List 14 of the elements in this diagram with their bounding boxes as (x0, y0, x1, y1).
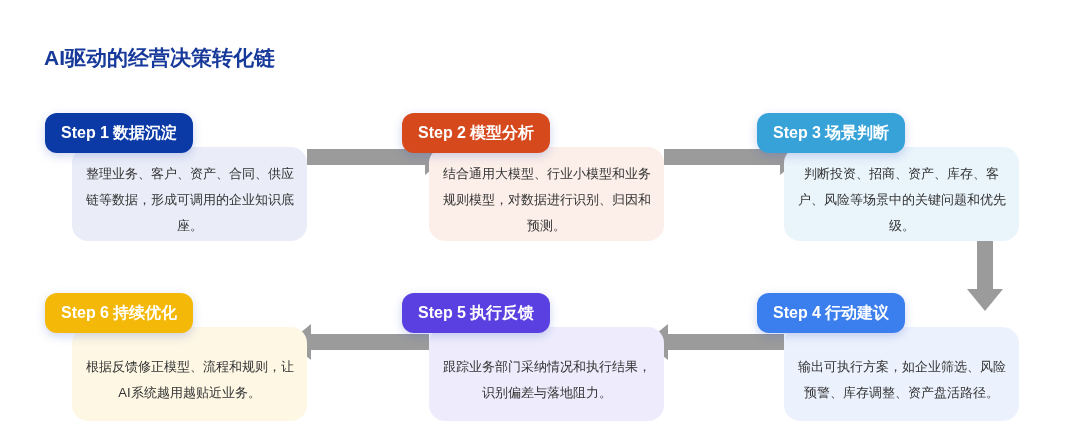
arrow (967, 241, 1003, 311)
step-badge: Step 1 数据沉淀 (45, 113, 194, 153)
step-description: 输出可执行方案，如企业筛选、风险预警、库存调整、资产盘活路径。 (784, 327, 1019, 421)
step-badge: Step 5 执行反馈 (402, 293, 551, 333)
step-badge: Step 4 行动建议 (757, 293, 906, 333)
step-description: 结合通用大模型、行业小模型和业务规则模型，对数据进行识别、归因和预测。 (429, 147, 664, 241)
step-badge: Step 2 模型分析 (402, 113, 551, 153)
step-badge: Step 6 持续优化 (45, 293, 194, 333)
step-badge: Step 3 场景判断 (757, 113, 906, 153)
step-description: 整理业务、客户、资产、合同、供应链等数据，形成可调用的企业知识底座。 (72, 147, 307, 241)
step-description: 判断投资、招商、资产、库存、客户、风险等场景中的关键问题和优先级。 (784, 147, 1019, 241)
title: AI驱动的经营决策转化链 (44, 45, 275, 71)
step-description: 根据反馈修正模型、流程和规则，让AI系统越用越贴近业务。 (72, 327, 307, 421)
step-description: 跟踪业务部门采纳情况和执行结果，识别偏差与落地阻力。 (429, 327, 664, 421)
